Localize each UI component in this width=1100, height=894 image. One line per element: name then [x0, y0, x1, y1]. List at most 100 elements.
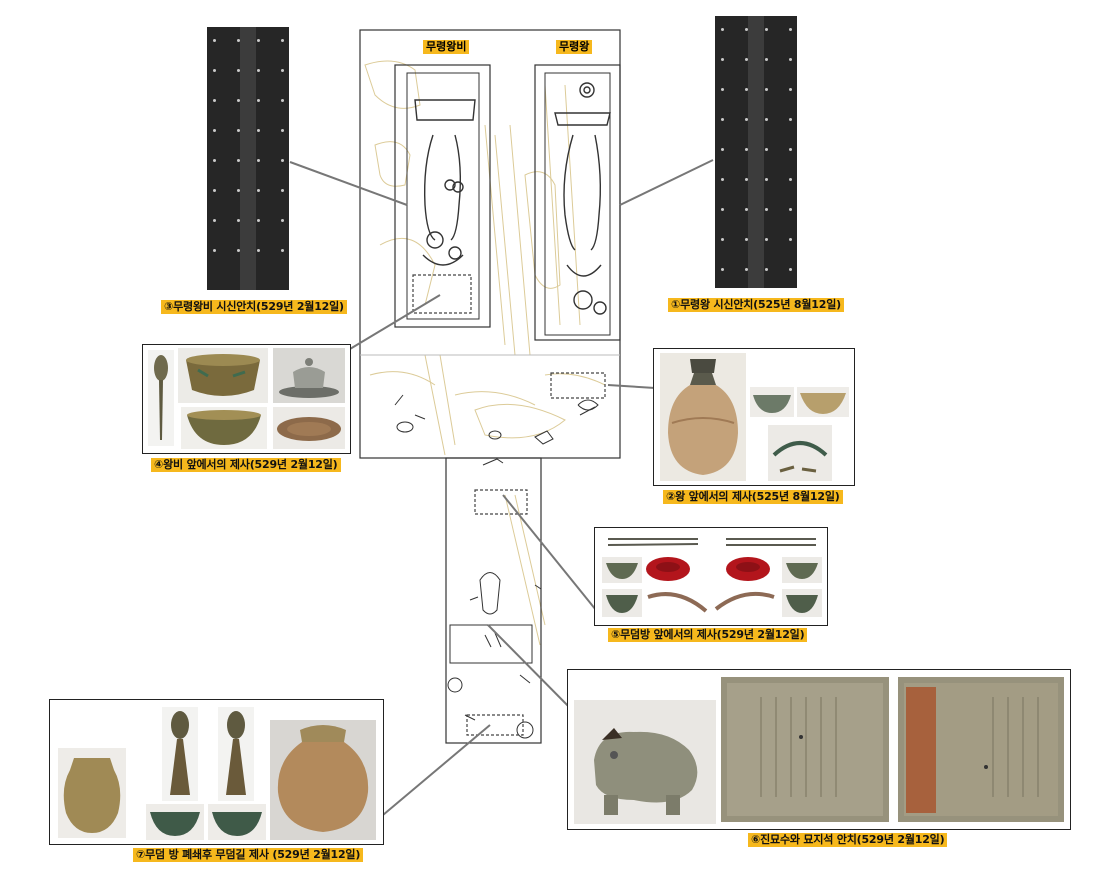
bronze-bowl-photo	[178, 348, 268, 403]
green-bowl-2-photo	[208, 804, 266, 840]
coffin-rivet	[237, 69, 240, 72]
queen-chamber-label: 무령왕비	[423, 40, 470, 54]
small-jar-photo	[58, 748, 126, 838]
coffin-rivet	[789, 28, 792, 31]
coffin-rivet	[213, 219, 216, 222]
coffin-rivet	[745, 238, 748, 241]
epitaph-stone-1-photo	[721, 677, 889, 822]
coffin-rivet	[281, 219, 284, 222]
caption-1: ①무령왕 시신안치(525년 8월12일)	[668, 298, 844, 312]
coffin-rivet	[745, 88, 748, 91]
coffin-rivet	[721, 28, 724, 31]
coffin-rivet	[257, 249, 260, 252]
coffin-rivet	[257, 99, 260, 102]
king-coffin	[715, 16, 797, 288]
coffin-rivet	[789, 88, 792, 91]
coffin-rivet	[721, 238, 724, 241]
coffin-rivet	[765, 178, 768, 181]
epitaph-stone-2-photo	[898, 677, 1064, 822]
coffin-rivet	[237, 249, 240, 252]
coffin-rivet	[237, 129, 240, 132]
green-bowl-1-photo	[146, 804, 204, 840]
coffin-rivet	[281, 189, 284, 192]
coffin-rivet	[765, 58, 768, 61]
coffin-rivet	[213, 69, 216, 72]
coffin-rivet	[789, 268, 792, 271]
panel-queen-offerings	[142, 344, 351, 454]
coffin-rivet	[789, 208, 792, 211]
dish-photo	[273, 407, 345, 449]
king-chamber-label: 무령왕	[556, 40, 593, 54]
coffin-rivet	[789, 238, 792, 241]
coffin-rivet	[721, 118, 724, 121]
caption-3: ③무령왕비 시신안치(529년 2월12일)	[161, 300, 347, 314]
coffin-rivet	[213, 249, 216, 252]
celadon-bowl-photo	[750, 387, 794, 417]
coffin-rivet	[745, 208, 748, 211]
coffin-rivet	[721, 208, 724, 211]
coffin-rivet	[789, 58, 792, 61]
caption-4: ④왕비 앞에서의 제사(529년 2월12일)	[151, 458, 341, 472]
panel-chamber-front-offerings	[594, 527, 828, 626]
arc-fragment-photo	[768, 425, 832, 481]
coffin-rivet	[213, 129, 216, 132]
coffin-rivet	[765, 28, 768, 31]
coffin-rivet	[213, 39, 216, 42]
coffin-rivet	[765, 148, 768, 151]
caption-5: ⑤무덤방 앞에서의 제사(529년 2월12일)	[608, 628, 808, 642]
panel-king-offerings	[653, 348, 855, 486]
lidded-jar-photo	[270, 720, 376, 840]
coffin-rivet	[789, 118, 792, 121]
coffin-rivet	[257, 189, 260, 192]
coffin-rivet	[281, 159, 284, 162]
coffin-rivet	[745, 268, 748, 271]
panel-passage-offerings	[49, 699, 384, 845]
spoon-1-photo	[162, 707, 198, 801]
coffin-rivet	[257, 159, 260, 162]
coffin-rivet	[237, 99, 240, 102]
caption-6: ⑥진묘수와 묘지석 안치(529년 2월12일)	[748, 833, 948, 847]
coffin-rivet	[257, 129, 260, 132]
coffin-rivet	[721, 148, 724, 151]
coffin-rivet	[281, 129, 284, 132]
coffin-rivet	[765, 208, 768, 211]
coffin-rivet	[721, 88, 724, 91]
coffin-rivet	[765, 268, 768, 271]
coffin-rivet	[237, 39, 240, 42]
coffin-rivet	[213, 189, 216, 192]
coffin-rivet	[281, 39, 284, 42]
lidded-cup-photo	[273, 348, 345, 403]
coffin-rivet	[765, 88, 768, 91]
spoon-2-photo	[218, 707, 254, 801]
coffin-rivet	[213, 99, 216, 102]
coffin-rivet	[745, 58, 748, 61]
queen-coffin	[207, 27, 289, 290]
coffin-rivet	[237, 189, 240, 192]
bowl-photo	[181, 407, 267, 449]
coffin-rivet	[789, 148, 792, 151]
coffin-rivet	[281, 249, 284, 252]
coffin-rivet	[721, 268, 724, 271]
coffin-rivet	[237, 159, 240, 162]
jar-photo	[660, 353, 746, 481]
caption-7: ⑦무덤 방 폐쇄후 무덤길 제사 (529년 2월12일)	[133, 848, 364, 862]
coffin-rivet	[721, 178, 724, 181]
coffin-rivet	[257, 69, 260, 72]
coffin-rivet	[257, 39, 260, 42]
coffin-rivet	[745, 118, 748, 121]
caption-2: ②왕 앞에서의 제사(525년 8월12일)	[663, 490, 843, 504]
coffin-rivet	[765, 118, 768, 121]
coffin-rivet	[789, 178, 792, 181]
tomb-plan	[359, 29, 621, 744]
coffin-rivet	[281, 69, 284, 72]
coffin-rivet	[213, 159, 216, 162]
guardian-beast-photo	[574, 700, 716, 824]
offering-set-photo	[598, 531, 824, 621]
coffin-rivet	[281, 99, 284, 102]
coffin-rivet	[745, 148, 748, 151]
tan-bowl-photo	[797, 387, 849, 417]
coffin-rivet	[257, 219, 260, 222]
coffin-rivet	[721, 58, 724, 61]
coffin-rivet	[765, 238, 768, 241]
